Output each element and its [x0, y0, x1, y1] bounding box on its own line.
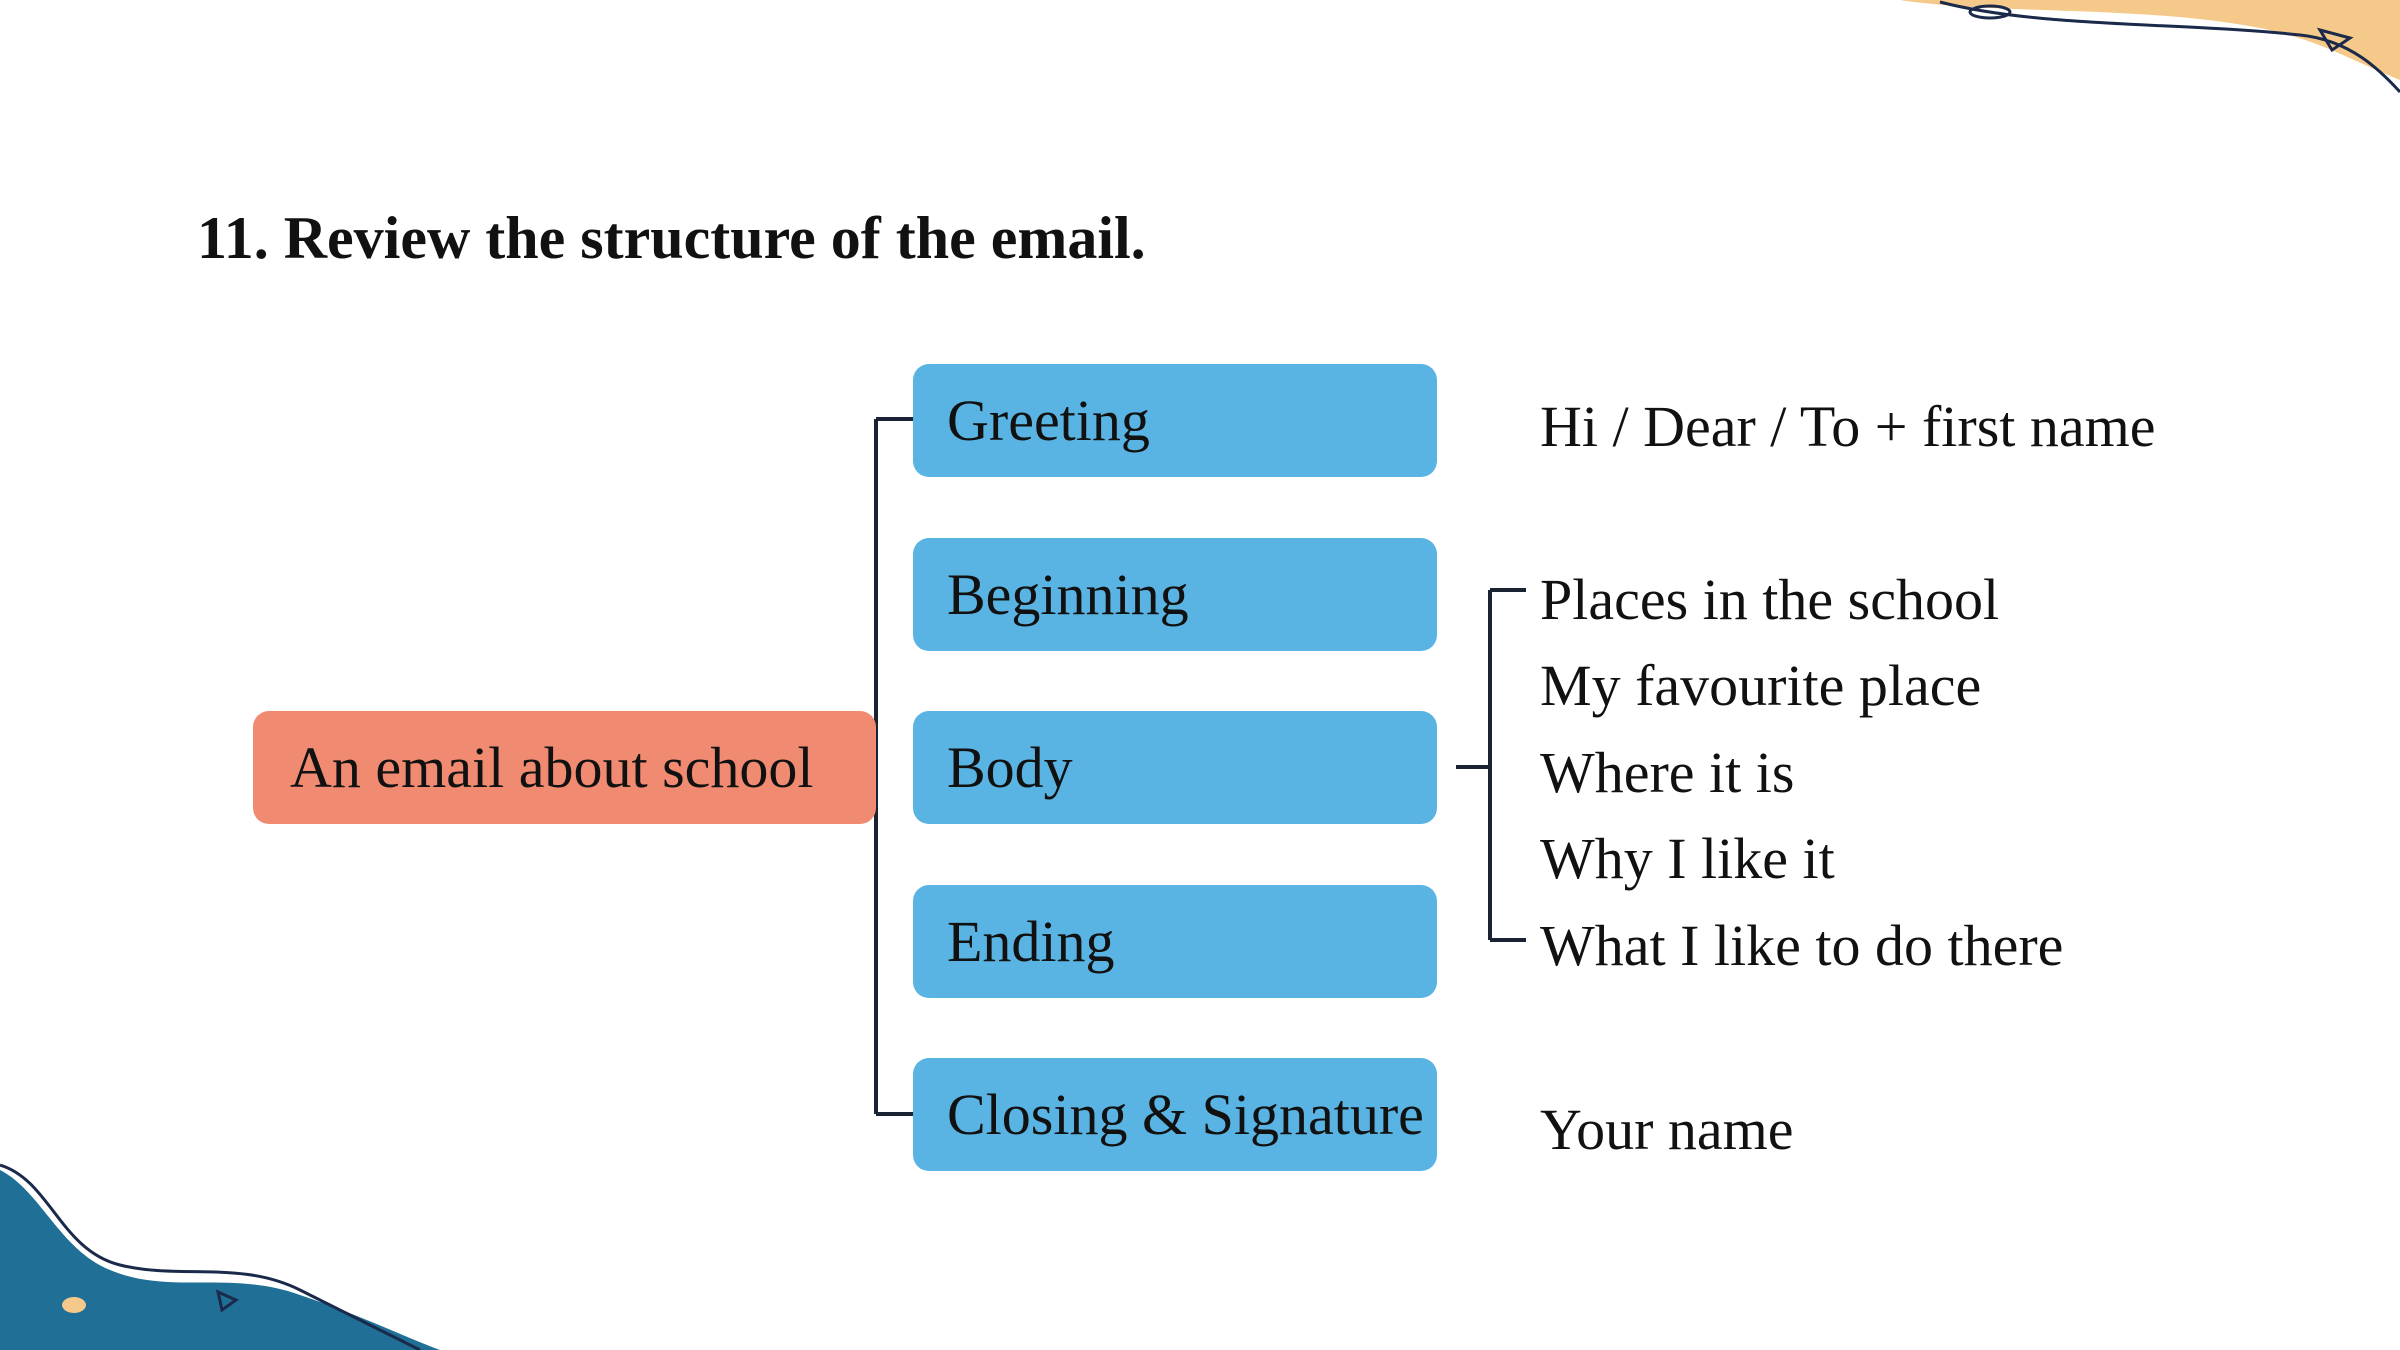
section-closing-signature: Closing & Signature — [913, 1058, 1437, 1171]
body-detail-4: Why I like it — [1540, 826, 1835, 891]
body-detail-2: My favourite place — [1540, 653, 1982, 718]
section-ending-label: Ending — [947, 909, 1115, 974]
section-beginning: Beginning — [913, 538, 1437, 651]
body-detail-1: Places in the school — [1540, 567, 2000, 632]
decorative-wave-top-right — [1900, 0, 2400, 94]
section-ending: Ending — [913, 885, 1437, 998]
section-closing-signature-label: Closing & Signature — [947, 1082, 1424, 1147]
section-body-label: Body — [947, 735, 1073, 800]
section-body: Body — [913, 711, 1437, 824]
closing-detail: Your name — [1540, 1097, 1794, 1162]
root-node: An email about school — [253, 711, 876, 824]
section-greeting: Greeting — [913, 364, 1437, 477]
root-node-label: An email about school — [290, 735, 814, 800]
greeting-detail: Hi / Dear / To + first name — [1540, 394, 2156, 459]
section-greeting-label: Greeting — [947, 388, 1150, 453]
section-beginning-label: Beginning — [947, 562, 1189, 627]
decorative-wave-bottom-left — [0, 1163, 440, 1350]
slide-title: 11. Review the structure of the email. — [197, 205, 1146, 271]
body-detail-5: What I like to do there — [1540, 913, 2064, 978]
body-detail-3: Where it is — [1540, 740, 1795, 805]
